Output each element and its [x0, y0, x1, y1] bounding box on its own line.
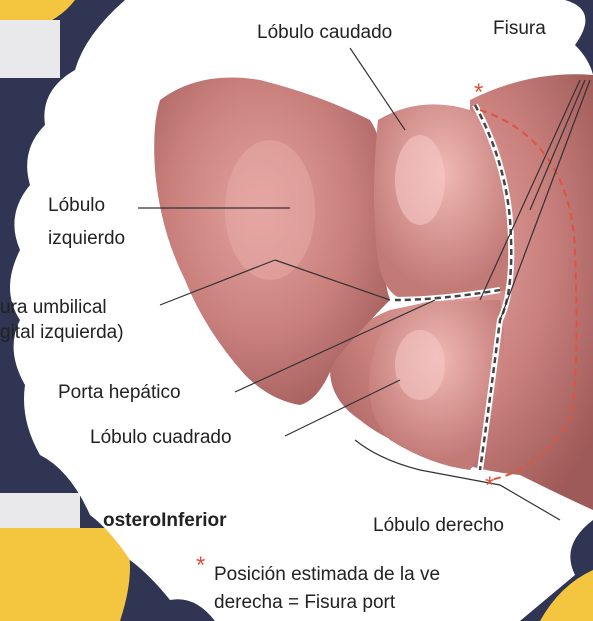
marker-bottom-star: * [485, 475, 494, 497]
gray-band-bottom [0, 493, 80, 528]
marker-top-star: * [474, 82, 483, 104]
legend-star: * [196, 555, 205, 577]
quadrate-highlight [395, 330, 445, 400]
label-fissure: Fisura [493, 18, 546, 40]
left-lobe-highlight [225, 140, 315, 280]
label-view: osteroInferior [103, 510, 227, 532]
gray-band-top [0, 20, 60, 78]
label-umbilical-2: gital izquierda) [0, 322, 124, 344]
label-porta: Porta hepático [58, 382, 181, 404]
label-right-lobe: Lóbulo derecho [373, 515, 504, 537]
footnote-line-1: Posición estimada de la ve [214, 564, 440, 586]
label-caudate: Lóbulo caudado [257, 22, 392, 44]
caudate-highlight [395, 135, 445, 225]
label-left-lobe-1: Lóbulo [48, 195, 105, 217]
label-left-lobe-2: izquierdo [48, 228, 125, 250]
accent-bottom-left [0, 528, 130, 621]
label-umbilical-1: ura umbilical [0, 297, 107, 319]
footnote-line-2: derecha = Fisura port [214, 592, 395, 614]
label-quadrate: Lóbulo cuadrado [90, 427, 232, 449]
